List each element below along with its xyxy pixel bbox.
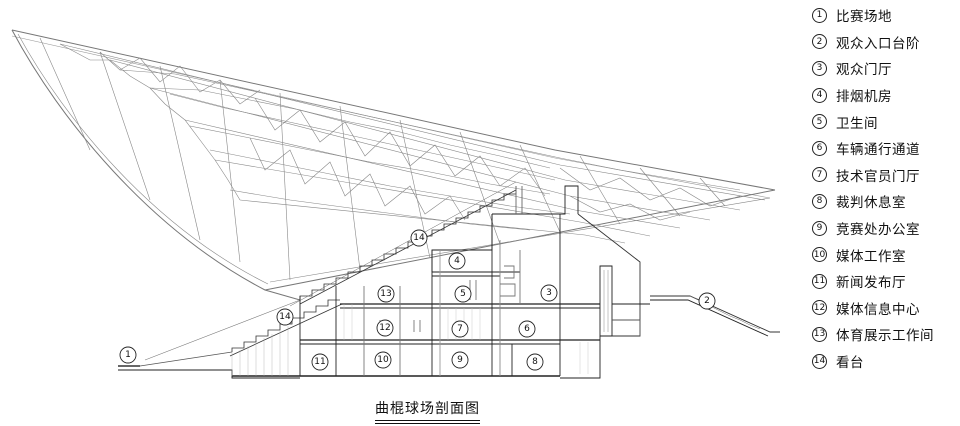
drawing-caption: 曲棍球场剖面图	[375, 398, 480, 424]
legend-number: 14	[812, 353, 827, 369]
legend-item: 6 车辆通行通道	[812, 135, 960, 162]
svg-text:14: 14	[413, 233, 425, 243]
svg-text:8: 8	[532, 357, 538, 367]
svg-text:9: 9	[457, 355, 463, 365]
legend-label: 体育展示工作间	[836, 328, 934, 345]
legend-number: 2	[812, 34, 827, 50]
legend-number: 5	[812, 114, 827, 130]
label-press: 11	[311, 353, 329, 371]
legend-label: 竞赛处办公室	[836, 222, 920, 239]
label-wc: 5	[454, 285, 472, 303]
legend-label: 媒体信息中心	[836, 301, 920, 318]
svg-text:11: 11	[314, 357, 325, 367]
legend-item: 7 技术官员门厅	[812, 162, 960, 189]
svg-text:1: 1	[125, 350, 131, 360]
svg-text:13: 13	[380, 289, 391, 299]
legend-item: 9 竞赛处办公室	[812, 215, 960, 242]
legend-label: 比赛场地	[836, 9, 892, 26]
svg-text:5: 5	[460, 289, 466, 299]
legend-item: 12 媒体信息中心	[812, 295, 960, 322]
legend-item: 2 观众入口台阶	[812, 29, 960, 56]
legend-number: 12	[812, 300, 827, 316]
legend-number: 3	[812, 60, 827, 76]
roof-truss	[11, 29, 776, 301]
legend-label: 观众入口台阶	[836, 35, 920, 52]
legend-label: 新闻发布厅	[836, 275, 906, 292]
label-office: 9	[451, 351, 469, 369]
label-official: 7	[451, 320, 469, 338]
label-stand-lower: 14	[276, 308, 294, 326]
svg-text:6: 6	[524, 324, 530, 334]
svg-text:10: 10	[377, 355, 389, 365]
legend-number: 6	[812, 140, 827, 156]
legend-label: 车辆通行通道	[836, 142, 920, 159]
legend-label: 裁判休息室	[836, 195, 906, 212]
legend-number: 1	[812, 7, 827, 23]
legend-number: 10	[812, 247, 827, 263]
legend-item: 5 卫生间	[812, 108, 960, 135]
label-stand-upper: 14	[410, 229, 428, 247]
legend-item: 1 比赛场地	[812, 2, 960, 29]
legend-item: 4 排烟机房	[812, 82, 960, 109]
legend-number: 4	[812, 87, 827, 103]
label-foyer: 3	[540, 284, 558, 302]
label-entrance: 2	[698, 292, 716, 310]
legend-item: 8 裁判休息室	[812, 188, 960, 215]
label-field: 1	[119, 346, 137, 364]
svg-text:4: 4	[454, 256, 460, 266]
legend-item: 11 新闻发布厅	[812, 268, 960, 295]
legend-item: 3 观众门厅	[812, 55, 960, 82]
label-display: 13	[377, 285, 395, 303]
building-section	[118, 185, 780, 379]
legend-item: 13 体育展示工作间	[812, 321, 960, 348]
label-vehicle: 6	[518, 320, 536, 338]
svg-text:14: 14	[279, 312, 291, 322]
legend-label: 技术官员门厅	[836, 168, 920, 185]
legend-number: 13	[812, 326, 827, 342]
legend-label: 媒体工作室	[836, 248, 906, 265]
svg-text:3: 3	[546, 288, 552, 298]
svg-text:2: 2	[704, 296, 710, 306]
label-media: 10	[374, 351, 392, 369]
legend-label: 排烟机房	[836, 89, 892, 106]
legend-item: 10 媒体工作室	[812, 241, 960, 268]
legend-number: 8	[812, 193, 827, 209]
legend-number: 7	[812, 167, 827, 183]
svg-text:7: 7	[457, 324, 463, 334]
label-info: 12	[376, 319, 394, 337]
seating-stands	[139, 181, 517, 367]
legend-number: 9	[812, 220, 827, 236]
label-referee: 8	[526, 353, 544, 371]
legend-label: 卫生间	[836, 115, 878, 132]
space-labels: 1 2 3 4 5 6 7 8 9 10 11 12 13 14 14	[119, 229, 716, 371]
label-smoke: 4	[448, 252, 466, 270]
legend-item: 14 看台	[812, 348, 960, 375]
legend: 1 比赛场地 2 观众入口台阶 3 观众门厅 4 排烟机房 5 卫生间 6 车辆通行通道 7…	[812, 2, 960, 374]
legend-label: 观众门厅	[836, 62, 892, 79]
legend-label: 看台	[836, 355, 864, 372]
legend-number: 11	[812, 273, 827, 289]
svg-text:12: 12	[379, 323, 390, 333]
